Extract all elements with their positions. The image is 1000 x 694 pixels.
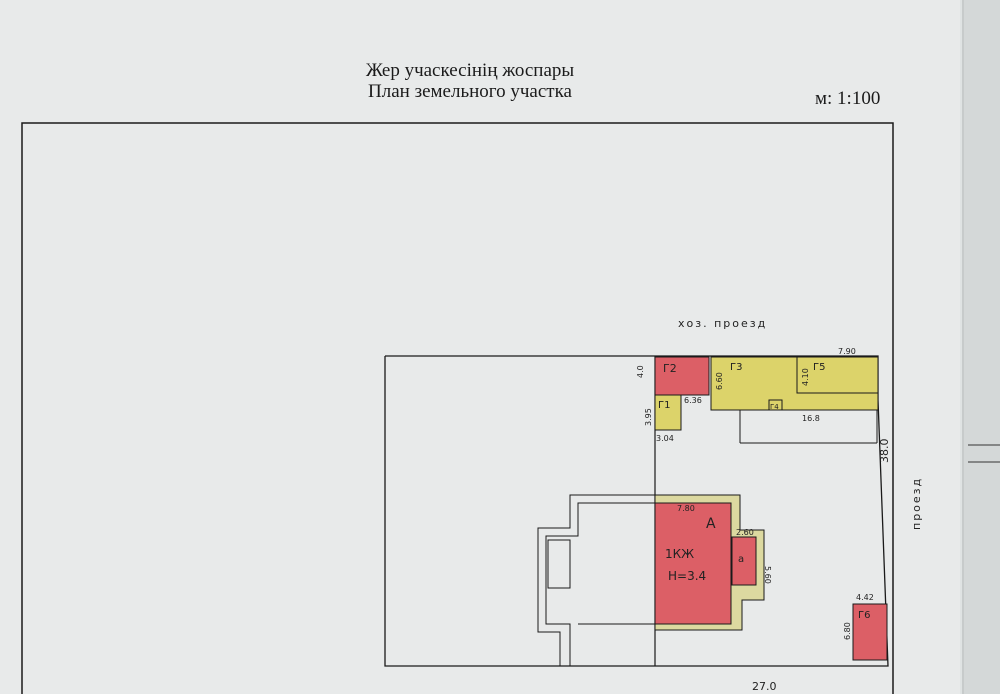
dim-g3-length: 16.8 <box>802 414 820 423</box>
building-porch-a <box>731 536 757 586</box>
label-g2: Г2 <box>663 362 677 375</box>
label-a-type: 1КЖ <box>665 547 694 561</box>
dim-porch-width: 2.60 <box>736 528 754 537</box>
dim-g1-width: 3.04 <box>656 434 674 443</box>
dim-bottom-side: 27.0 <box>752 680 777 693</box>
building-g1 <box>654 394 682 431</box>
building-g6 <box>852 603 888 661</box>
label-g5: Г5 <box>813 362 825 373</box>
neighbour-house-outline <box>537 494 655 666</box>
dim-g3-height: 6.60 <box>715 372 724 390</box>
dim-house-width: 7.80 <box>677 504 695 513</box>
dim-right-side: 38.0 <box>878 439 891 464</box>
building-g2 <box>654 356 710 396</box>
label-g4: Г4 <box>770 403 779 411</box>
label-porch: а <box>738 554 744 565</box>
paper-sheet <box>0 0 960 694</box>
label-a: А <box>706 516 716 532</box>
dim-g2-width: 6.36 <box>684 396 702 405</box>
dim-g1-height: 3.95 <box>644 408 653 426</box>
dim-porch-length: 5.60 <box>763 566 772 584</box>
dim-g6-width: 4.42 <box>856 593 874 602</box>
outer-frame <box>21 122 894 694</box>
dim-g2-height: 4.0 <box>636 365 645 378</box>
next-page-edge <box>962 0 1000 694</box>
label-g6: Г6 <box>858 610 870 621</box>
dim-top-width: 7.90 <box>838 347 856 356</box>
title-kazakh: Жер учаскесінің жоспары <box>365 60 575 81</box>
building-a <box>654 502 732 625</box>
neighbour-house-inner <box>545 502 655 666</box>
label-a-height: H=3.4 <box>668 569 706 583</box>
building-g3 <box>710 356 879 411</box>
neighbour-porch <box>547 539 571 589</box>
road-label-right: проезд <box>910 477 923 530</box>
road-label-top: хоз. проезд <box>678 317 767 330</box>
dim-g5-height: 4.10 <box>801 368 810 386</box>
building-g4 <box>768 399 783 411</box>
dim-g6-height: 6.80 <box>843 622 852 640</box>
label-g3: Г3 <box>730 362 742 373</box>
building-g5 <box>796 357 878 394</box>
label-g1: Г1 <box>658 400 670 411</box>
title-russian: План земельного участка <box>368 81 572 102</box>
plot-boundary <box>384 355 889 667</box>
scale-label: м: 1:100 <box>815 88 881 109</box>
